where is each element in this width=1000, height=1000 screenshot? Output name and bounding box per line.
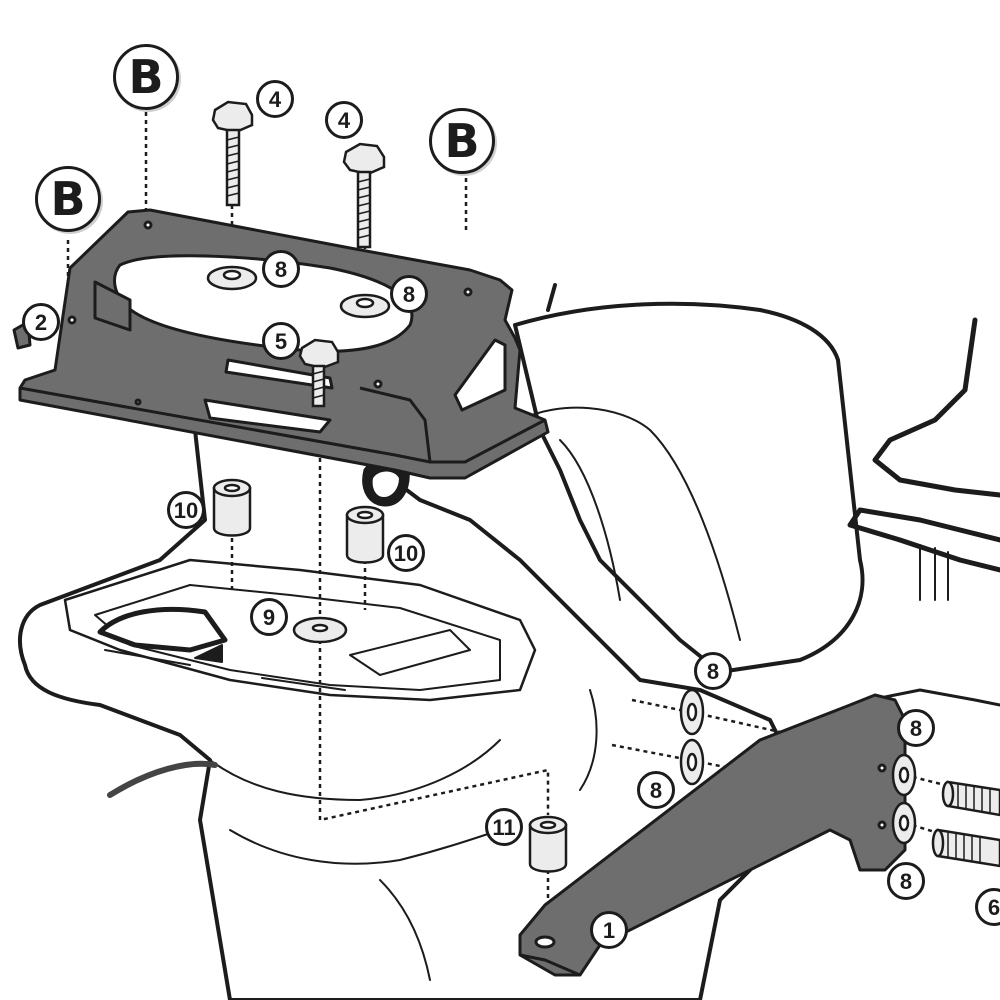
seat-inner-line-2 <box>559 439 621 601</box>
bolt-5-shank <box>311 364 326 408</box>
callout-8-side-top: 8 <box>694 652 732 690</box>
plate-slot-upper <box>224 358 334 390</box>
rack-slot-right <box>261 677 346 691</box>
side-arm-body <box>518 693 907 977</box>
lower-body-contour-3 <box>379 879 431 981</box>
washer-8c <box>891 753 917 797</box>
lower-body-contour <box>209 739 501 801</box>
plate-hole-1 <box>143 220 153 230</box>
side-arm-hole-top <box>877 763 887 773</box>
bolt-4a <box>211 100 254 207</box>
callout-11: 11 <box>485 808 523 846</box>
callout-2: 2 <box>22 303 60 341</box>
callout-8-plate-right: 8 <box>390 275 428 313</box>
bolt-4b <box>342 142 386 249</box>
guide-stud-lower <box>904 821 936 834</box>
callout-4-left: 4 <box>256 80 294 118</box>
callout-8-bracket-bottom: 8 <box>887 862 925 900</box>
callout-b-left: B <box>35 166 101 232</box>
plate-hole-2 <box>463 287 473 297</box>
plate-inner-wall <box>93 280 132 332</box>
lower-body-contour-4 <box>579 689 598 791</box>
callout-b-right: B <box>429 108 495 174</box>
side-arm-hole-bottom <box>877 820 887 830</box>
stud-upper <box>941 780 1000 817</box>
seat-inner-line <box>519 406 741 641</box>
plate-hole-4 <box>373 379 383 389</box>
lock-opening-inner <box>370 469 401 499</box>
stud-lower <box>931 828 1000 868</box>
guide-stud-upper <box>904 773 946 787</box>
rack-rib <box>349 629 471 676</box>
washer-8e <box>679 688 705 736</box>
callout-b-top: B <box>113 44 179 110</box>
studs <box>931 780 1000 868</box>
fender-line <box>107 760 218 798</box>
plate-hole-5 <box>134 398 142 406</box>
callout-4-right: 4 <box>325 101 363 139</box>
callout-6: 6 <box>975 888 1000 926</box>
callout-10-right: 10 <box>387 534 425 572</box>
bolt-4b-head <box>342 142 386 176</box>
plate-flange-right <box>359 386 432 463</box>
guide-washer-9 <box>318 640 550 822</box>
rack-grip-opening <box>97 606 228 653</box>
rack-slot-left <box>104 649 191 666</box>
spacer-11 <box>528 815 568 873</box>
frame-line-upper <box>872 317 1000 498</box>
plate-side-window <box>453 338 507 412</box>
washer-8a <box>206 265 258 291</box>
callout-8-side-middle: 8 <box>637 771 675 809</box>
lower-body-contour-2 <box>229 829 501 865</box>
callout-1: 1 <box>590 911 628 949</box>
bolt-5 <box>298 338 340 408</box>
bolt-4b-thread <box>357 178 371 239</box>
guide-washer-8e-to-bracket <box>699 712 781 734</box>
frame-line-middle <box>847 507 1000 573</box>
bolt-5-thread <box>312 370 325 399</box>
callout-10-left: 10 <box>167 491 205 529</box>
spacer-10a <box>212 478 252 537</box>
callout-5: 5 <box>262 322 300 360</box>
seat-top-edge <box>546 283 557 312</box>
washer-9 <box>292 616 348 644</box>
washer-8b <box>339 293 391 319</box>
washer-8f <box>679 738 705 786</box>
spacer-10b <box>345 505 385 564</box>
bolt-5-head <box>298 338 340 370</box>
side-arm-bracket <box>518 693 907 977</box>
motorcycle-body <box>18 283 1000 1000</box>
plate-hole-3 <box>67 315 77 325</box>
washers <box>206 265 917 845</box>
callout-8-plate-left: 8 <box>262 250 300 288</box>
bolt-4a-head <box>211 100 254 134</box>
bolt-4a-thread <box>226 136 240 197</box>
rack-triangle <box>194 644 223 663</box>
washer-8d <box>891 801 917 845</box>
callout-9: 9 <box>250 598 288 636</box>
side-arm-edge <box>519 953 581 977</box>
spacers <box>212 478 568 873</box>
callout-8-bracket-top: 8 <box>897 709 935 747</box>
plate-slot-lower <box>203 398 332 434</box>
side-arm-hole-end <box>534 935 556 949</box>
guide-washer-8f <box>611 743 691 762</box>
frame-line-lower <box>868 688 1000 707</box>
